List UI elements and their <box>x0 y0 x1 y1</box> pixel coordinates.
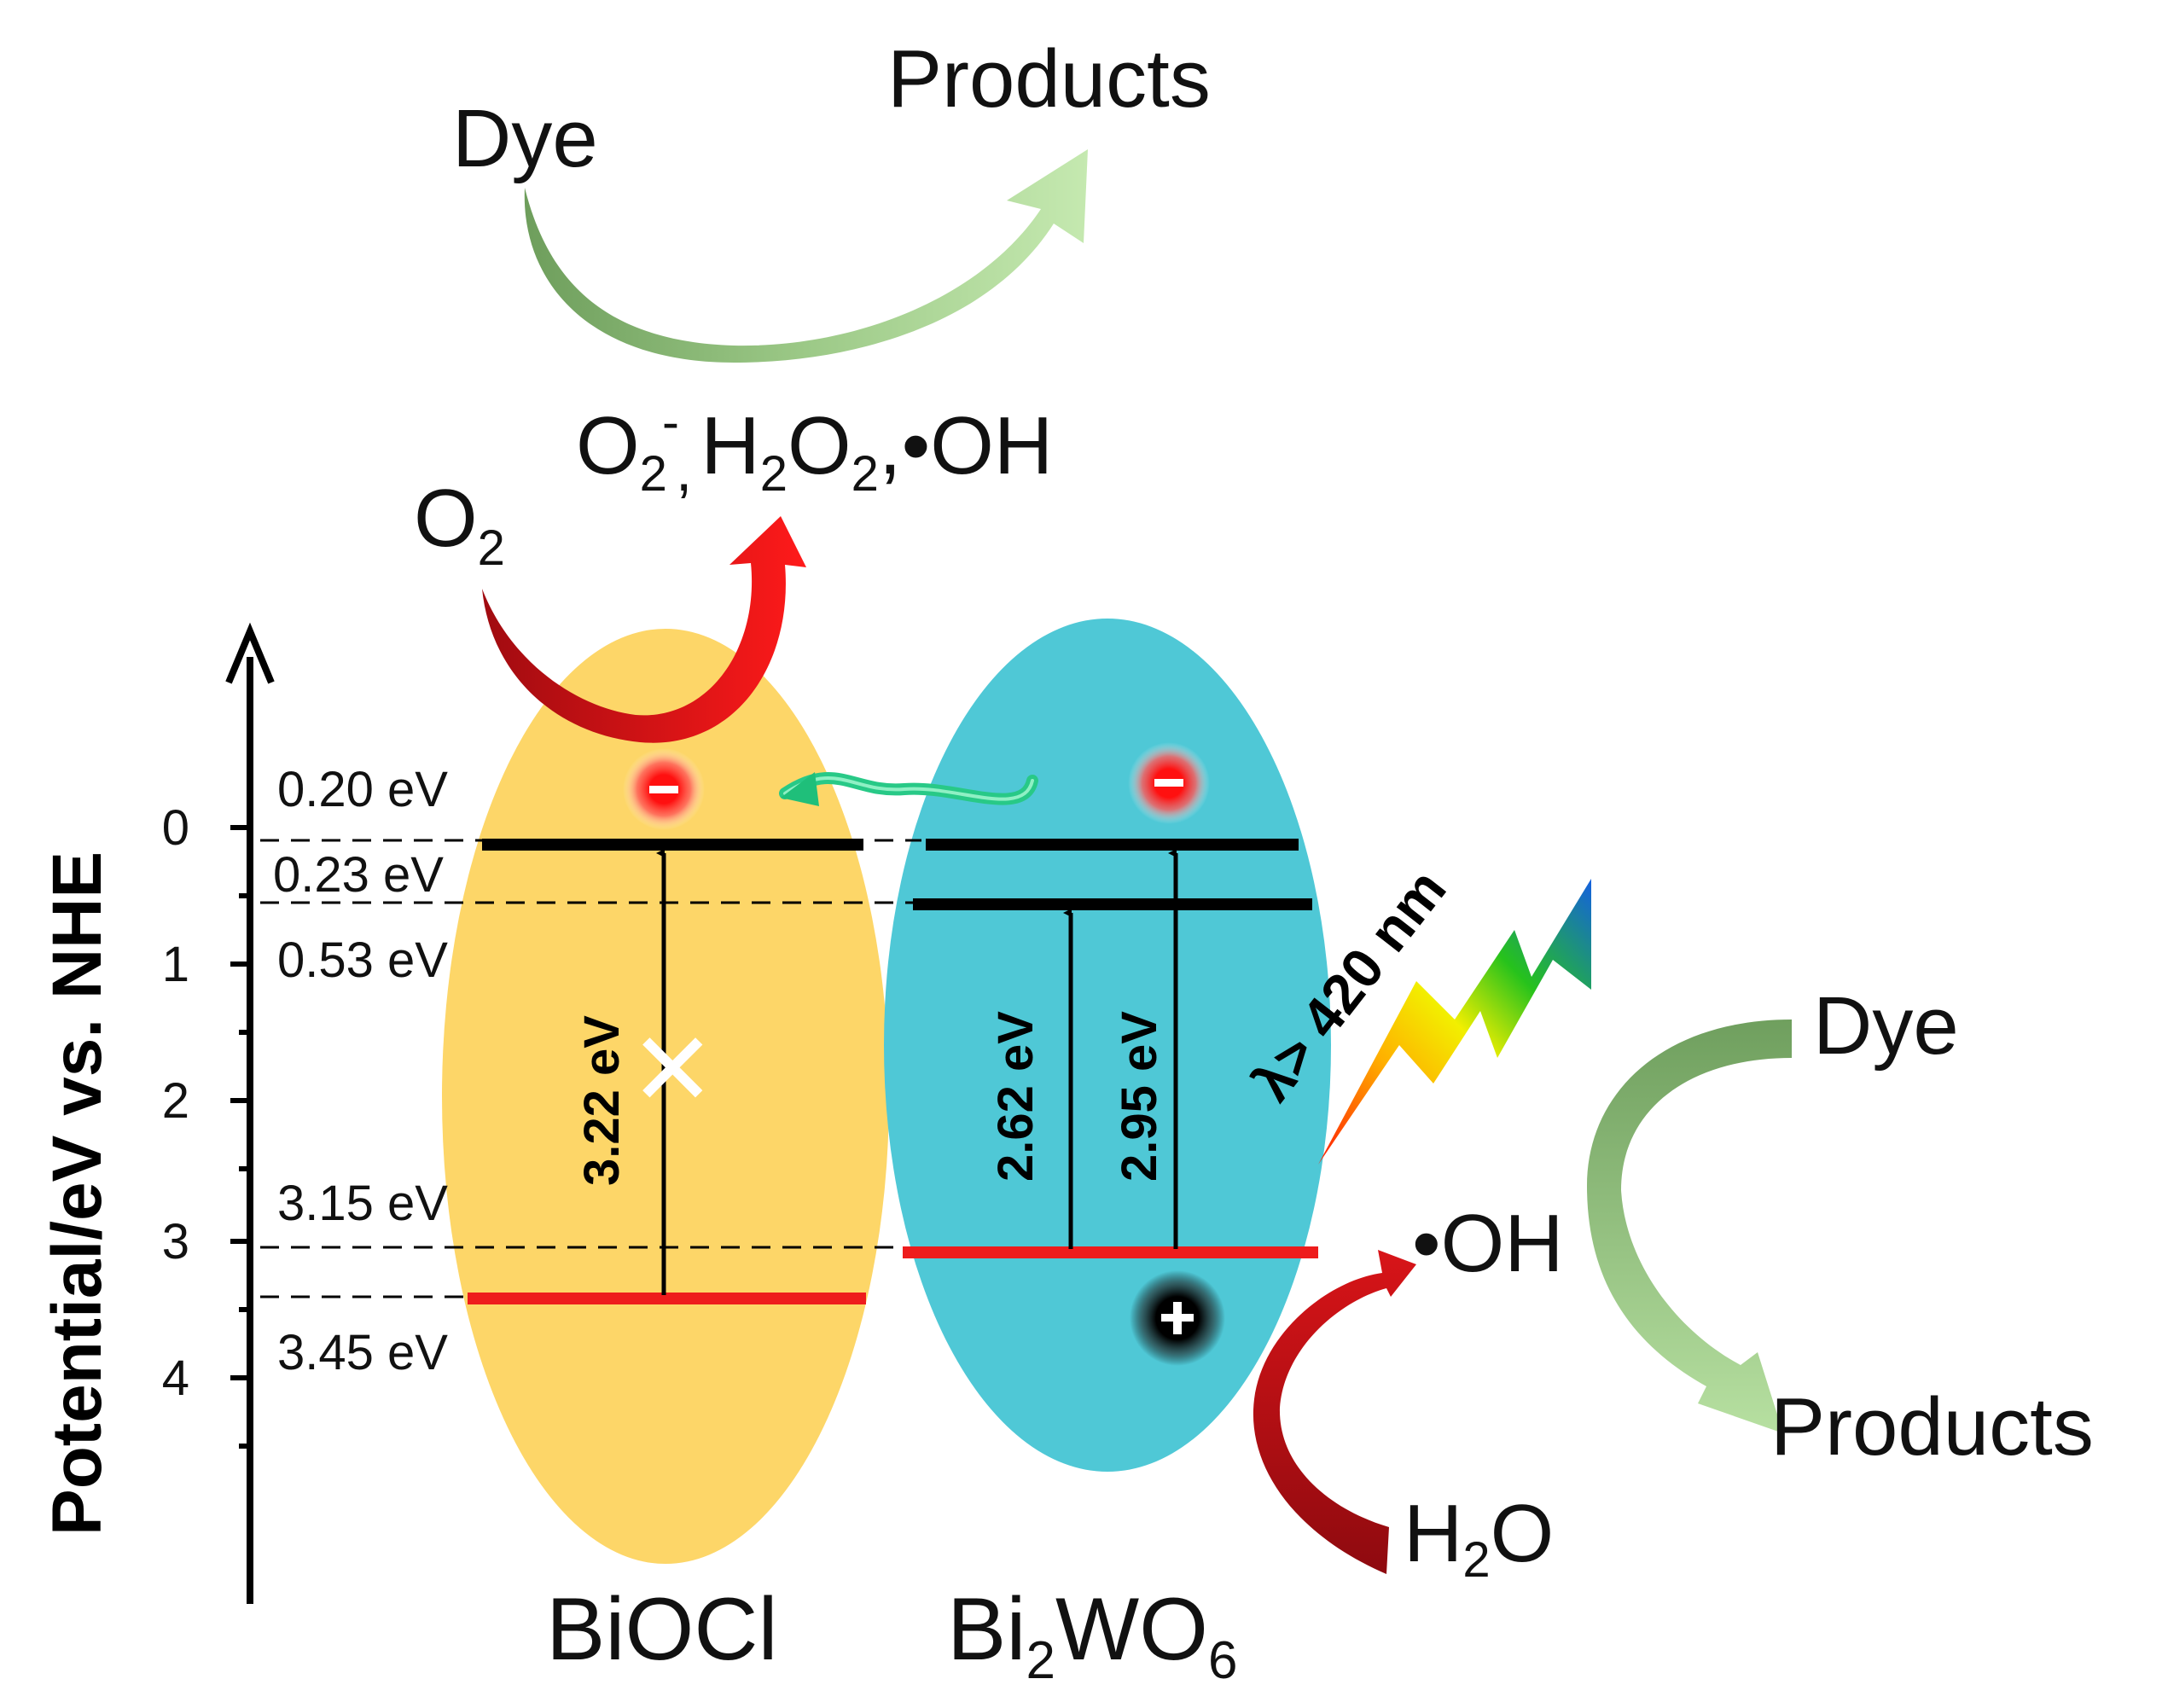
light-bolt-icon <box>1318 879 1591 1165</box>
potential-axis: 0 1 2 3 4 <box>162 622 275 1604</box>
water-label: H2O <box>1404 1488 1554 1588</box>
tick-label-0: 0 <box>162 800 189 856</box>
top-products-label: Products <box>887 33 1211 125</box>
axis-title: Potential/eV vs. NHE <box>38 851 116 1536</box>
right-dye-label: Dye <box>1813 980 1959 1072</box>
bi2wo6-hole <box>1130 1270 1225 1366</box>
hydroxyl-radical-label: •OH <box>1412 1198 1564 1289</box>
bi2wo6-label: Bi2WO6 <box>947 1580 1238 1690</box>
right-degradation-arrow <box>1587 1020 1792 1433</box>
axis-ticks <box>230 825 250 1449</box>
biocl-label: BiOCl <box>546 1580 778 1679</box>
tick-label-3: 3 <box>162 1214 189 1269</box>
reactive-species-label: O2-,H2O2,•OH <box>576 393 1053 503</box>
level-label-315: 3.15 eV <box>277 1176 448 1231</box>
top-degradation-arrow <box>524 149 1088 363</box>
tick-label-2: 2 <box>162 1073 189 1129</box>
biocl-bandgap-label: 3.22 eV <box>574 1015 630 1186</box>
level-guides <box>260 839 921 1298</box>
tick-label-4: 4 <box>162 1351 189 1406</box>
oxygen-reduction-arrow <box>482 516 806 743</box>
biocl-electron <box>623 748 705 830</box>
level-label-053: 0.53 eV <box>277 932 448 988</box>
level-label-020: 0.20 eV <box>277 762 448 817</box>
bi2wo6-electron <box>1128 742 1210 824</box>
level-label-023: 0.23 eV <box>273 847 444 903</box>
level-label-345: 3.45 eV <box>277 1325 448 1380</box>
water-oxidation-arrow <box>1253 1250 1416 1574</box>
right-products-label: Products <box>1770 1381 2094 1473</box>
bi2wo6-bandgap-label-1: 2.62 eV <box>988 1011 1043 1182</box>
blocked-excitation-icon: ✕ <box>630 1013 716 1127</box>
top-dye-label: Dye <box>452 93 598 184</box>
bi2wo6-bandgap-label-2: 2.95 eV <box>1112 1011 1167 1182</box>
electron-transfer-arrow <box>779 772 1038 806</box>
tick-label-1: 1 <box>162 937 189 992</box>
oxygen-label: O2 <box>414 473 505 576</box>
